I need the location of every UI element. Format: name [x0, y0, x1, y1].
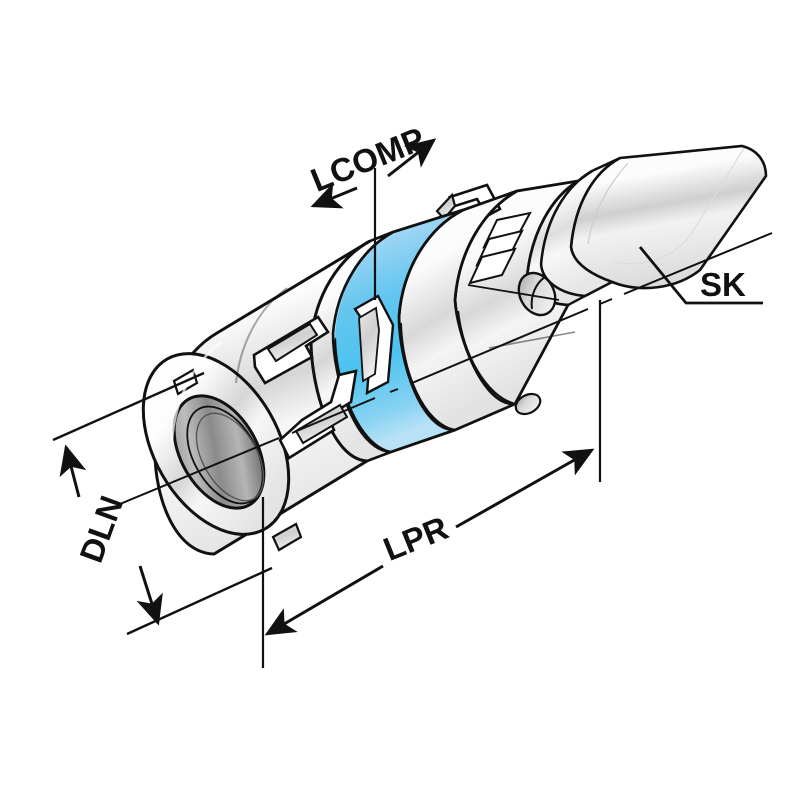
- dimension-line-lpr-left: [264, 564, 384, 636]
- nut-wrench-slot-3: [353, 294, 395, 396]
- dimension-label-lcomp: LCOMP: [306, 120, 430, 199]
- collet-nut: [141, 239, 395, 556]
- dimension-line-lcomp-right: [387, 138, 437, 178]
- dimension-line-dln-upper: [59, 444, 87, 498]
- nut-notch-lower: [271, 522, 303, 552]
- dimension-label-dln: DLN: [72, 491, 130, 567]
- dimension-dln: DLN: [59, 444, 163, 626]
- leader-line-sk: [638, 246, 763, 305]
- extension-line-dln-lower: [126, 566, 273, 636]
- center-axis: [119, 232, 773, 505]
- extension-line-dln-upper: [52, 371, 205, 442]
- dimension-line-dln-lower: [136, 565, 163, 626]
- flange-grooves: [468, 211, 532, 285]
- dimension-lcomp: LCOMP: [306, 120, 437, 209]
- flange-hole-lower: [514, 392, 542, 416]
- drive-flange: [435, 179, 579, 416]
- nut-wrench-slot-1: [252, 315, 330, 385]
- dimension-line-lcomp-left: [310, 182, 358, 209]
- flange-hole-upper: [517, 271, 557, 317]
- callout-sk: SK: [638, 246, 763, 305]
- dimension-line-lpr-right: [455, 448, 595, 529]
- dimension-label-lpr: LPR: [378, 509, 453, 568]
- callout-label-sk: SK: [700, 266, 746, 303]
